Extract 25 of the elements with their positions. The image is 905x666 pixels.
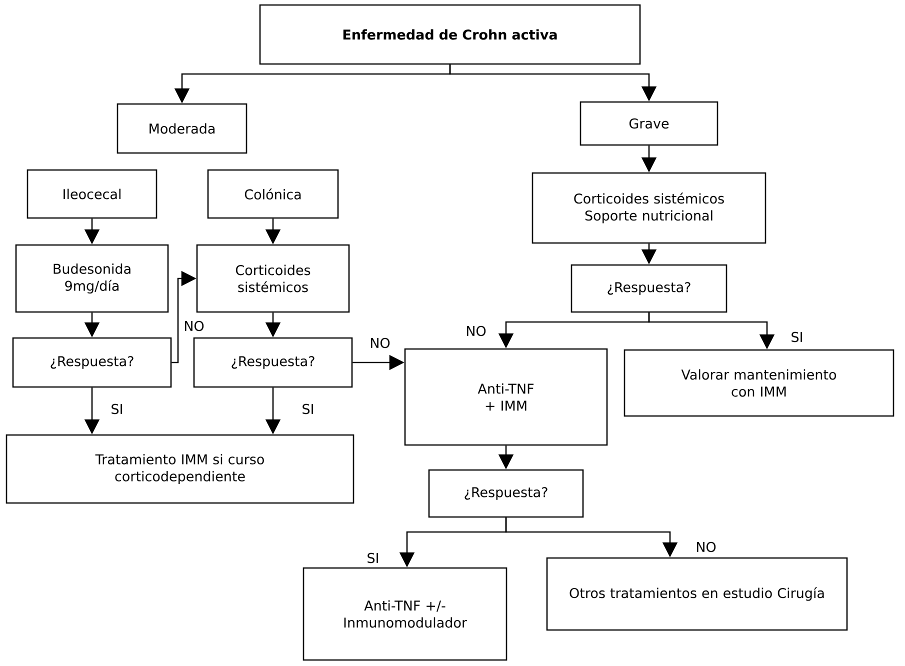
process-box: Otros tratamientos en estudio Cirugía [546,557,848,631]
decision-box: ¿Respuesta? [193,337,353,388]
process-box: Grave [580,101,718,146]
edge-label: NO [182,320,206,332]
edge-label: NO [694,540,718,554]
decision-box: ¿Respuesta? [570,264,728,313]
process-box: Anti-TNF +/- Inmunomodulador [302,567,508,661]
edge-label: NO [464,324,488,338]
edge-label: SI [790,330,804,344]
title-box: Enfermedad de Crohn activa [259,4,641,65]
process-box: Ileocecal [26,169,158,219]
process-box: Corticoides sistémicos [196,244,350,313]
process-box: Colónica [207,169,339,219]
edge-label: NO [368,336,392,350]
process-box: Corticoides sistémicos Soporte nutricional [532,172,766,244]
decision-box: ¿Respuesta? [12,337,172,388]
edge-label: SI [300,402,316,416]
process-box: Moderada [116,103,248,154]
edge-label: SI [110,402,124,416]
process-box: Tratamiento IMM si curso corticodependiente [6,434,354,504]
process-box: Anti-TNF + IMM [404,348,608,446]
edge-label: SI [366,552,380,564]
process-box: Valorar mantenimiento con IMM [624,349,894,417]
process-box: Budesonida 9mg/día [15,244,169,313]
decision-box: ¿Respuesta? [428,469,584,518]
